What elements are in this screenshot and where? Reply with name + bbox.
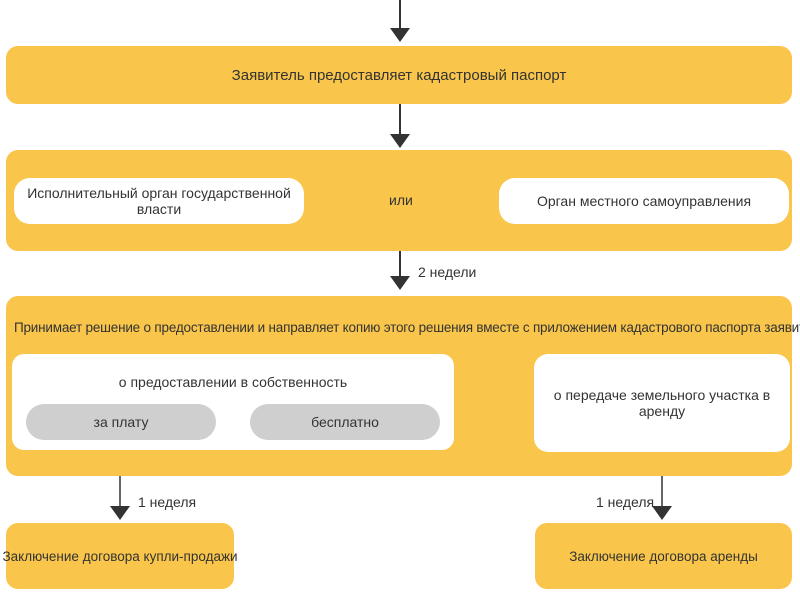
option-local-government: Орган местного самоуправления — [499, 178, 789, 224]
outcome-sale-box: Заключение договора купли-продажи — [2, 523, 238, 589]
duration-one-week-left: 1 неделя — [138, 494, 197, 510]
outcome-lease-box: Заключение договора аренды — [535, 523, 792, 589]
ownership-panel: о предоставлении в собственность за плат… — [12, 354, 454, 450]
option-state-authority: Исполнительный орган государственной вла… — [14, 178, 304, 224]
step-decision-box: Принимает решение о предоставлении и нап… — [6, 296, 800, 476]
duration-two-weeks: 2 недели — [418, 264, 477, 280]
duration-one-week-right: 1 неделя — [596, 494, 655, 510]
outcome-lease-text: Заключение договора аренды — [569, 548, 758, 564]
ownership-label: о предоставлении в собственность — [118, 374, 348, 390]
arrow-paid-to-sale-head — [110, 506, 130, 520]
arrow-step1-to-step2-head — [390, 134, 410, 148]
step-authority-box: Исполнительный орган государственной вла… — [6, 150, 792, 251]
arrow-top-in-head — [390, 28, 410, 42]
lease-panel: о передаче земельного участка в аренду — [534, 354, 790, 452]
or-label: или — [389, 192, 413, 208]
arrow-step2-to-step3-head — [390, 276, 410, 290]
outcome-sale-text: Заключение договора купли-продажи — [2, 548, 238, 564]
arrow-lease-to-outcome-head — [652, 506, 672, 520]
pill-paid: за плату — [26, 404, 216, 440]
step-applicant-text: Заявитель предоставляет кадастровый пасп… — [231, 66, 567, 84]
pill-free: бесплатно — [250, 404, 440, 440]
step-applicant-box: Заявитель предоставляет кадастровый пасп… — [6, 46, 792, 104]
decision-title: Принимает решение о предоставлении и нап… — [14, 320, 800, 335]
